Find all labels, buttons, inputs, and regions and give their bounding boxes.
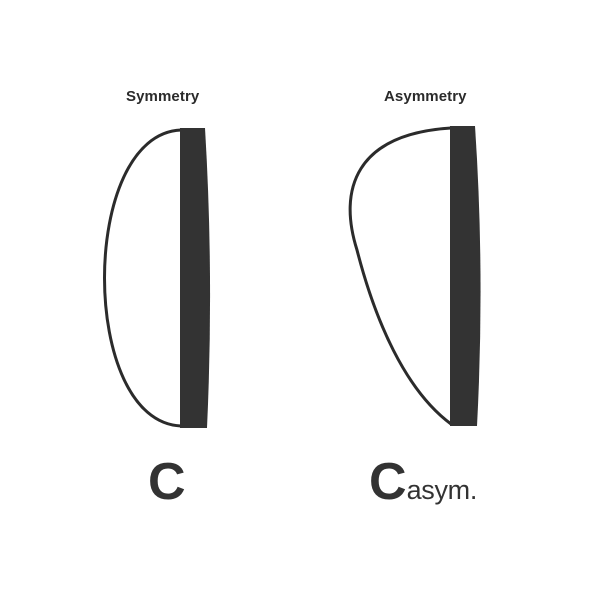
symmetry-caption: C <box>148 456 186 508</box>
symmetry-title: Symmetry <box>126 88 200 105</box>
asymmetry-caption-letter: C <box>369 453 407 511</box>
asymmetric-lens-bar <box>450 126 481 426</box>
asymmetry-caption: Casym. <box>369 456 477 508</box>
asymmetric-lens-curve <box>348 126 452 426</box>
asymmetry-panel: Asymmetry Casym. <box>300 0 600 600</box>
symmetry-panel: Symmetry C <box>103 88 211 508</box>
asymmetric-lens-diagram <box>348 126 481 426</box>
symmetric-lens-diagram <box>103 128 211 428</box>
symmetry-caption-letter: C <box>148 453 186 511</box>
symmetric-lens-bar <box>180 128 211 428</box>
asymmetry-title: Asymmetry <box>384 88 467 105</box>
asymmetry-caption-suffix: asym. <box>406 475 478 505</box>
symmetric-lens-curve <box>103 128 182 428</box>
